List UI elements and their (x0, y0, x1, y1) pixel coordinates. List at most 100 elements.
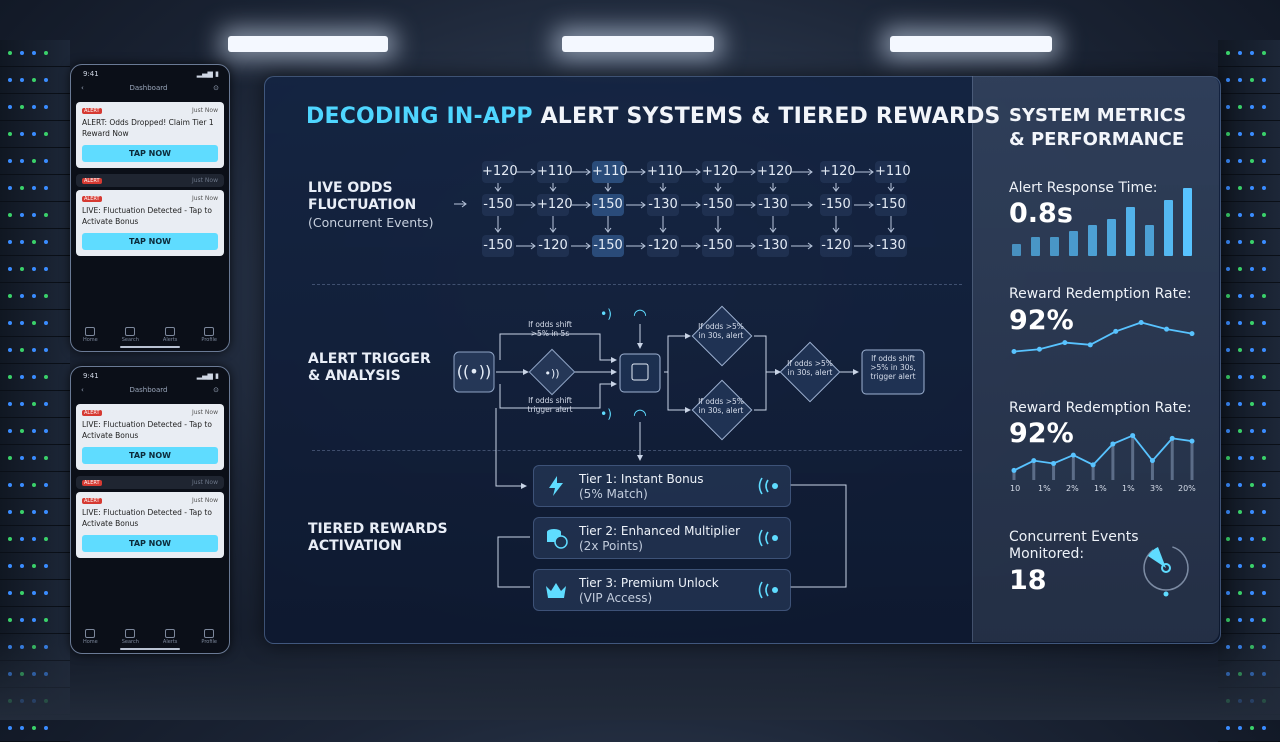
response-bar (1088, 225, 1097, 256)
title-highlight: DECODING IN-APP (306, 104, 533, 129)
odds-value: -150 (482, 235, 514, 257)
status-led (20, 375, 24, 379)
status-led (8, 294, 12, 298)
page-title: DECODING IN-APP ALERT SYSTEMS & TIERED R… (306, 104, 1001, 129)
tab-profile[interactable]: Profile (201, 327, 217, 343)
odds-down-arrow-head (604, 227, 612, 233)
status-led (1262, 591, 1266, 595)
ceiling-light-right (890, 36, 1052, 52)
tab-alerts[interactable]: Alerts (163, 629, 177, 645)
status-led (1262, 240, 1266, 244)
response-bar (1069, 231, 1078, 256)
tab-home[interactable]: Home (83, 327, 98, 343)
back-icon[interactable]: ‹ (81, 84, 84, 92)
tick-label: 1% (1122, 484, 1135, 493)
tier-2-card[interactable]: Tier 2: Enhanced Multiplier(2x Points) (533, 517, 791, 559)
rack-unit (0, 94, 70, 121)
diamond-a-label: If odds >5% in 30s, alert (698, 322, 744, 340)
section-divider (312, 284, 962, 285)
redemption-rate-value-2: 92% (1009, 418, 1074, 449)
data-point (1011, 467, 1017, 473)
status-led (44, 240, 48, 244)
flow-arrow (754, 369, 781, 411)
tier-3-card[interactable]: Tier 3: Premium Unlock(VIP Access) (533, 569, 791, 611)
settings-icon[interactable]: ⊙ (213, 84, 219, 92)
data-point (1090, 462, 1096, 468)
status-led (20, 564, 24, 568)
section-divider (312, 450, 962, 451)
tap-now-button[interactable]: TAP NOW (82, 535, 218, 552)
status-led (1226, 456, 1230, 460)
status-led (1238, 240, 1242, 244)
tap-now-button[interactable]: TAP NOW (82, 145, 218, 162)
status-led (1250, 429, 1254, 433)
status-led (1238, 429, 1242, 433)
rack-unit (1218, 472, 1280, 499)
phone-status-bar: 9:41 ▂▄▆ ▮ (71, 65, 229, 78)
tab-alerts[interactable]: Alerts (163, 327, 177, 343)
status-led (44, 159, 48, 163)
odds-arrow-head (695, 168, 701, 176)
status-led (44, 537, 48, 541)
status-led (1250, 267, 1254, 271)
odds-down-arrow-head (659, 227, 667, 233)
odds-value: -130 (757, 235, 789, 257)
status-led (20, 321, 24, 325)
status-led (32, 267, 36, 271)
tick-label: 10 (1010, 484, 1021, 493)
status-led (1238, 537, 1242, 541)
rack-unit (1218, 283, 1280, 310)
notification-time: Just Now (191, 177, 218, 184)
odds-value: +120 (757, 161, 793, 183)
tab-home[interactable]: Home (83, 629, 98, 645)
rack-unit (0, 283, 70, 310)
series-line (1013, 434, 1193, 472)
status-led (44, 132, 48, 136)
concurrent-events-label: Concurrent Events Monitored: (1009, 529, 1139, 562)
back-icon[interactable]: ‹ (81, 386, 84, 394)
data-point (1011, 349, 1017, 355)
odds-down-arrow-head (494, 227, 502, 233)
status-led (32, 186, 36, 190)
section-line: & ANALYSIS (308, 368, 401, 384)
data-point (1062, 340, 1068, 346)
tap-now-button[interactable]: TAP NOW (82, 447, 218, 464)
status-led (1238, 294, 1242, 298)
notification-time: Just Now (191, 107, 218, 114)
section-line: ACTIVATION (308, 538, 402, 554)
alert-flow-diagram: ((•)) •)) ◠ ◠ •) •) (453, 305, 925, 489)
tap-now-button[interactable]: TAP NOW (82, 233, 218, 250)
phone-nav-bar: ‹ Dashboard ⊙ (71, 380, 229, 398)
status-led (1262, 402, 1266, 406)
odds-down-arrow-head (659, 186, 667, 192)
odds-arrow-head (807, 168, 813, 176)
status-led (20, 483, 24, 487)
section-line: FLUCTUATION (308, 197, 417, 213)
data-point (1189, 438, 1195, 444)
status-led (1262, 186, 1266, 190)
search-icon (125, 629, 136, 638)
redemption-line-chart (1011, 319, 1195, 355)
tab-search[interactable]: Search (122, 327, 139, 343)
server-rack-left (0, 40, 70, 742)
settings-icon[interactable]: ⊙ (213, 386, 219, 394)
status-led (1238, 186, 1242, 190)
response-bar (1183, 188, 1192, 256)
ceiling-light-center (562, 36, 714, 52)
odds-down-arrow-head (887, 227, 895, 233)
tab-search[interactable]: Search (122, 629, 139, 645)
search-icon (125, 327, 136, 336)
tier-1-card[interactable]: Tier 1: Instant Bonus(5% Match) (533, 465, 791, 507)
status-led (20, 240, 24, 244)
result-label: If odds shift >5% in 30s, trigger alert (870, 354, 916, 381)
condition-bottom-label: If odds shift trigger alert (527, 396, 573, 414)
tab-profile[interactable]: Profile (201, 629, 217, 645)
data-point (1164, 326, 1170, 332)
